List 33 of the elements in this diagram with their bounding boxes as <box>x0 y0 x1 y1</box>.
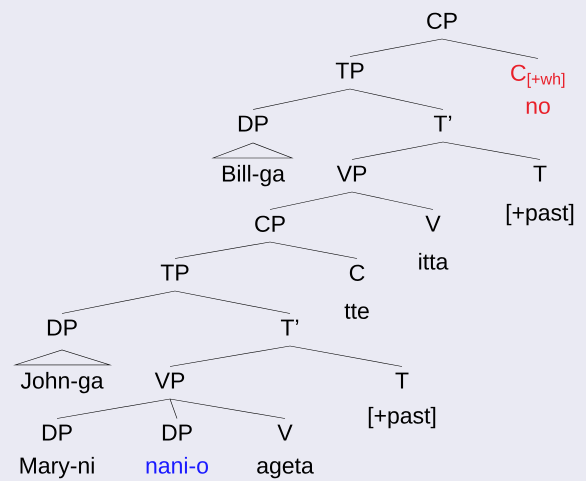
tree-label: T’ <box>280 320 298 336</box>
tree-label: TP <box>160 264 188 280</box>
tree-branch <box>170 346 290 367</box>
tree-branch <box>442 142 540 160</box>
tree-branch <box>442 38 538 59</box>
tree-label: T [+past] <box>506 166 574 226</box>
tree-branch <box>270 242 358 259</box>
tree-branch <box>270 192 352 210</box>
tree-label: T [+past] <box>368 372 436 428</box>
tree-label: VP <box>154 372 184 388</box>
tree-branch <box>290 346 402 367</box>
tree-label: C tte <box>344 264 369 319</box>
tree-branch <box>174 290 290 314</box>
tree-branch <box>56 398 170 419</box>
tree-label: VP <box>336 166 366 182</box>
tree-branch <box>62 290 176 314</box>
tree-label: C$_{[+wh]}$ no <box>511 64 564 114</box>
tree-branch <box>252 88 350 110</box>
tree-label: T’ <box>434 116 452 132</box>
tree-label: V itta <box>419 216 448 270</box>
tree-label: DP Mary-ni <box>20 424 94 478</box>
tree-label: V ageta <box>257 424 314 478</box>
tree-branch <box>350 88 444 110</box>
tree-branch <box>174 242 270 259</box>
tree-label: CP <box>255 216 285 232</box>
tree-branch <box>352 142 444 160</box>
tree-branch <box>350 38 442 57</box>
tree-label: TP <box>336 62 364 79</box>
tree-branch <box>352 192 434 210</box>
tree-label: DP nani-o <box>146 424 208 474</box>
tree-branch <box>170 398 178 419</box>
tree-branch <box>170 398 286 419</box>
tree-label: CP <box>427 12 457 29</box>
